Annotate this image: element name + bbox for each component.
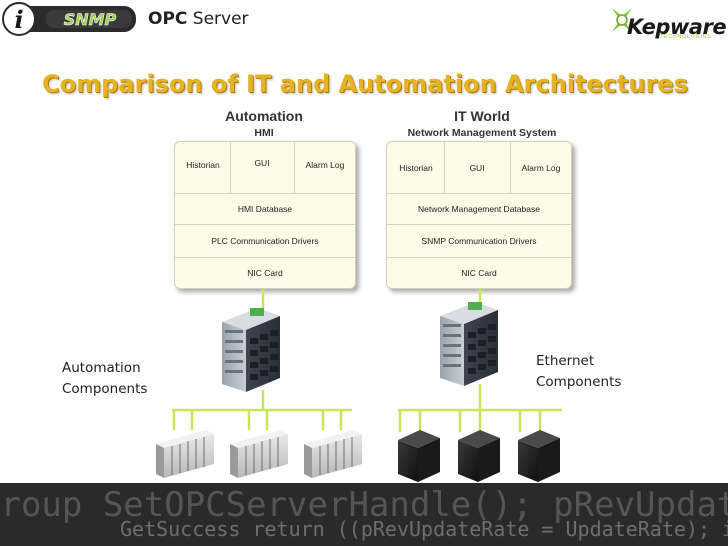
automation-plc-drivers: PLC Communication Drivers: [211, 236, 319, 246]
automation-subtitle: HMI: [254, 127, 274, 139]
plc-rack-icon-2: [230, 430, 288, 478]
it-historian: Historian: [399, 163, 433, 173]
automation-switch-icon: [222, 308, 280, 392]
network-diagram: [156, 288, 562, 482]
it-snmp-drivers: SNMP Communication Drivers: [421, 236, 537, 246]
io-module-icon-3: [518, 430, 560, 482]
it-nic-card: NIC Card: [461, 268, 497, 278]
it-world-title: IT World: [454, 108, 510, 124]
it-world-subtitle: Network Management System: [407, 127, 557, 139]
slide-title: Comparison of IT and Automation Architec…: [42, 70, 688, 98]
company-name: Kepware: [627, 15, 727, 39]
svg-text:i: i: [14, 5, 23, 34]
product-name: OPC Server: [148, 9, 249, 29]
automation-components-label: Automation Components: [62, 360, 148, 397]
automation-title: Automation: [225, 108, 303, 124]
kepware-logo: [606, 2, 724, 40]
isnmp-logo: SNMP i: [2, 2, 138, 36]
it-gui: GUI: [469, 163, 485, 173]
automation-nic-card: NIC Card: [247, 268, 283, 278]
automation-gui: GUI: [254, 158, 270, 168]
ethernet-switch-icon: [440, 302, 498, 386]
decorative-code-banner: Group SetOPCServerHandle(); pRevUpdateRa…: [0, 483, 728, 546]
it-alarm-log: Alarm Log: [521, 163, 561, 173]
svg-text:SNMP: SNMP: [64, 10, 117, 29]
banner-code-line-2: GetSuccess return ((pRevUpdateRate = Upd…: [120, 517, 728, 541]
automation-historian: Historian: [186, 160, 220, 170]
io-module-icon-1: [398, 430, 440, 482]
automation-hmi-database: HMI Database: [237, 204, 293, 214]
io-module-icon-2: [458, 430, 500, 482]
it-nms-database: Network Management Database: [418, 204, 540, 214]
it-architecture-box: Historian GUI Alarm Log Network Manageme…: [386, 141, 572, 289]
ethernet-components-label: Ethernet Components: [536, 353, 622, 390]
company-tagline: TECHNOLOGIES: [660, 34, 712, 40]
automation-architecture-box: Historian GUI Alarm Log HMI Database PLC…: [174, 141, 356, 289]
plc-rack-icon-3: [304, 430, 362, 478]
plc-rack-icon-1: [156, 430, 214, 478]
automation-alarm-log: Alarm Log: [305, 160, 345, 170]
banner-code-line-1: Group SetOPCServerHandle(); pRevUpdateRa…: [0, 485, 728, 525]
